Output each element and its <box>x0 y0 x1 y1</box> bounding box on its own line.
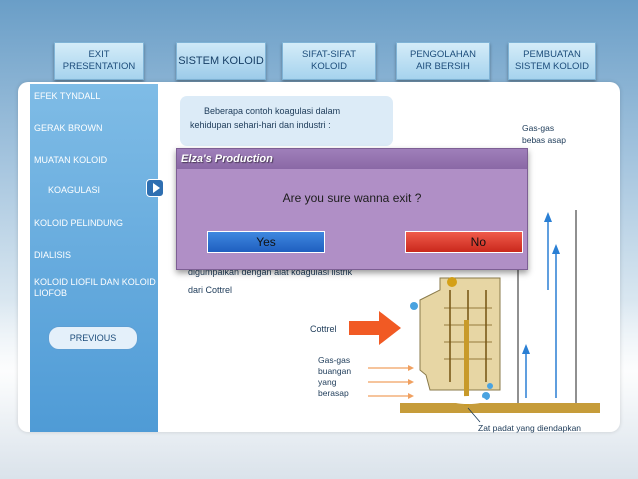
callout-line2: kehidupan sehari-hari dan industri : <box>190 120 331 130</box>
tab-pengolahan-line1: PENGOLAHAN <box>410 49 476 60</box>
callout-box <box>180 96 393 146</box>
body-line1: digumpalkan dengan alat koagulasi listri… <box>188 267 353 277</box>
exit-confirm-dialog: Elza's Production Are you sure wanna exi… <box>176 148 528 270</box>
tab-pembuatan-line1: PEMBUATAN <box>523 49 581 60</box>
sidebar <box>30 84 158 432</box>
dialog-title: Elza's Production <box>177 149 527 169</box>
tab-exit-presentation[interactable]: EXIT PRESENTATION <box>54 42 144 80</box>
tab-exit-line2: PRESENTATION <box>62 61 136 72</box>
tab-sistem-koloid-label: SISTEM KOLOID <box>178 55 264 67</box>
tab-sifat-sifat-koloid[interactable]: SIFAT-SIFAT KOLOID <box>282 42 376 80</box>
body-line2: dari Cottrel <box>188 285 233 295</box>
tab-pembuatan-sistem-koloid[interactable]: PEMBUATAN SISTEM KOLOID <box>508 42 596 80</box>
smoke-free-gas-label: Gas-gas bebas asap <box>522 122 602 146</box>
no-button[interactable]: No <box>405 231 523 253</box>
right-label-line1: Gas-gas <box>522 123 555 133</box>
sidebar-item-liofil-line1: KOLOID LIOFIL DAN KOLOID <box>34 277 156 287</box>
tab-sistem-koloid[interactable]: SISTEM KOLOID <box>176 42 266 80</box>
cottrel-precipitator-diagram <box>400 210 600 423</box>
callout-line1: Beberapa contoh koagulasi dalam <box>204 106 341 116</box>
sidebar-item-gerak-brown[interactable]: GERAK BROWN <box>34 123 103 133</box>
right-label-line2: bebas asap <box>522 135 566 145</box>
sidebar-item-koloid-liofil-liofob[interactable]: KOLOID LIOFIL DAN KOLOID LIOFOB <box>30 277 158 299</box>
callout-text: Beberapa contoh koagulasi dalam kehidupa… <box>190 104 390 132</box>
sidebar-item-dialisis[interactable]: DIALISIS <box>34 250 72 260</box>
sidebar-item-muatan-koloid[interactable]: MUATAN KOLOID <box>34 155 108 165</box>
tab-sifat-line1: SIFAT-SIFAT <box>301 49 357 60</box>
dialog-message: Are you sure wanna exit ? <box>282 191 422 205</box>
cottrel-label: Cottrel <box>310 324 337 334</box>
gas-label-line1: Gas-gas <box>318 355 351 365</box>
gas-label-line3: yang <box>318 377 337 387</box>
body-text: digumpalkan dengan alat koagulasi listri… <box>188 263 398 299</box>
right-arrow-icon <box>349 311 401 345</box>
exhaust-gas-label: Gas-gas buangan yang berasap <box>318 355 378 399</box>
tab-pengolahan-air-bersih[interactable]: PENGOLAHAN AIR BERSIH <box>396 42 490 80</box>
tab-exit-line1: EXIT <box>88 49 110 60</box>
yes-button[interactable]: Yes <box>207 231 325 253</box>
tab-pengolahan-line2: AIR BERSIH <box>416 61 470 72</box>
previous-button[interactable]: PREVIOUS <box>48 326 138 350</box>
tab-sifat-line2: KOLOID <box>311 61 347 72</box>
active-item-arrow-icon <box>146 179 164 197</box>
tab-pembuatan-line2: SISTEM KOLOID <box>515 61 589 72</box>
gas-label-line2: buangan <box>318 366 352 376</box>
sidebar-item-efek-tyndall[interactable]: EFEK TYNDALL <box>34 91 101 101</box>
deposited-solid-label: Zat padat yang diendapkan <box>478 423 582 433</box>
sidebar-item-liofil-line2: LIOFOB <box>34 288 68 298</box>
sidebar-item-koloid-pelindung[interactable]: KOLOID PELINDUNG <box>34 218 124 228</box>
gas-label-line4: berasap <box>318 388 349 398</box>
smoke-flow-arrows-icon <box>368 365 414 399</box>
sidebar-item-koagulasi[interactable]: KOAGULASI <box>48 185 101 195</box>
